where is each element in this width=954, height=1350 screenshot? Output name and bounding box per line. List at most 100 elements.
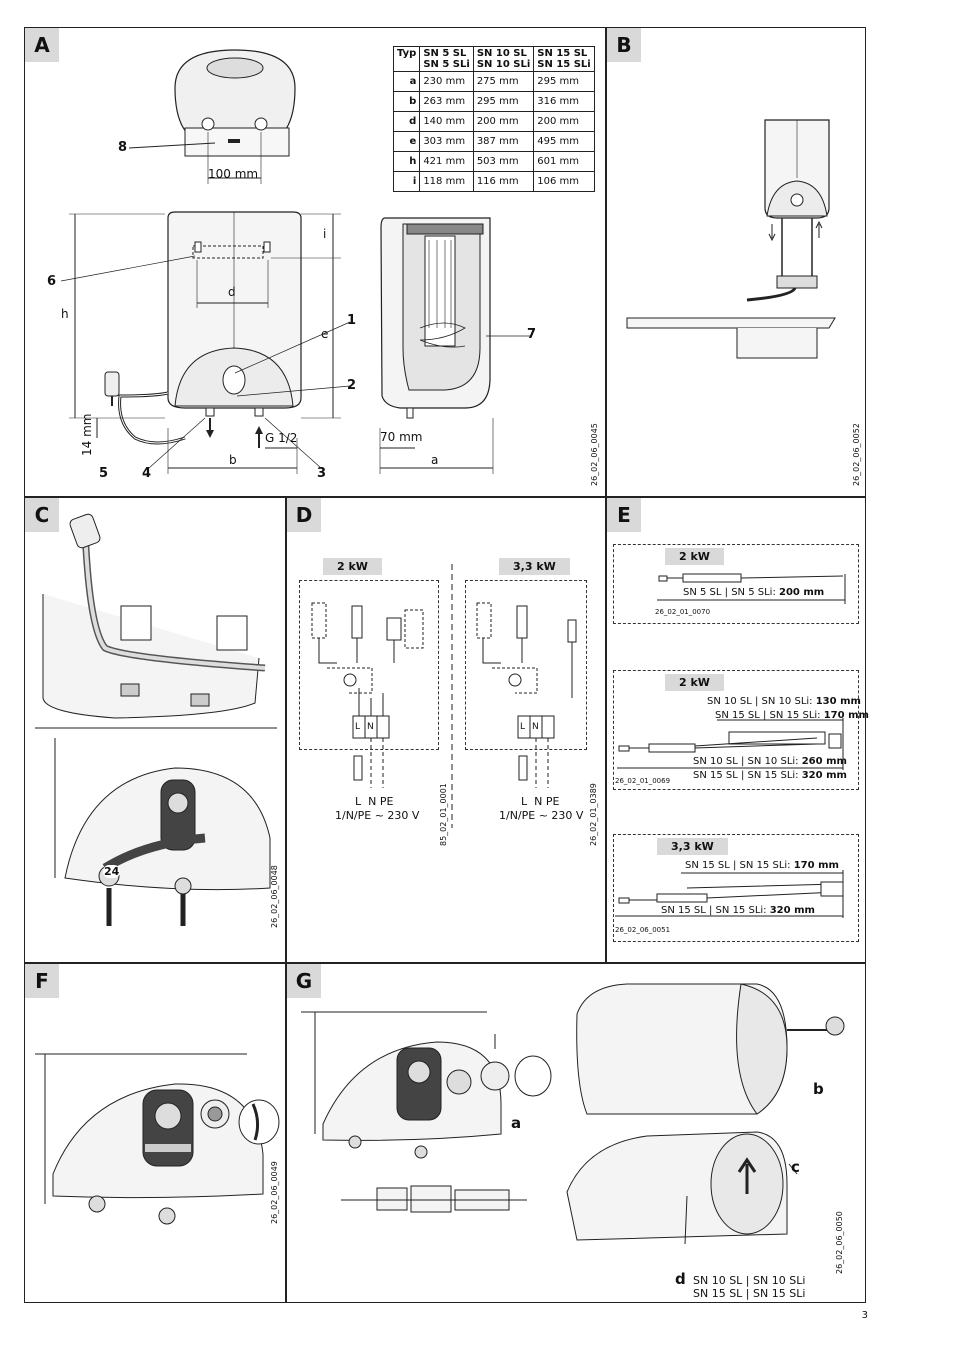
- panel-e: E 2 kW SN 5 SL | SN 5 SLi: 200 mm 26_02_…: [606, 497, 869, 963]
- terminal-n-left: N: [367, 722, 374, 732]
- element-box-2-dim-2: SN 15 SL | SN 15 SLi: 170 mm: [715, 709, 869, 722]
- panel-d: D 2 kW 3,3 kW L N L N L N PE: [286, 497, 606, 963]
- supply-pe-right: PE: [545, 795, 560, 808]
- supply-terminals-left: L N PE: [355, 795, 393, 808]
- box3-length-2: 320 mm: [769, 905, 815, 916]
- panel-label-g: G: [287, 964, 321, 998]
- panel-label-d: D: [287, 498, 321, 532]
- callout-c: c: [791, 1158, 800, 1176]
- cable-routing-drawing: [35, 513, 277, 926]
- box2-model-3: SN 10 SL | SN 10 SLi:: [693, 756, 802, 767]
- table-row-key: d: [392, 111, 421, 132]
- terminal-n-right: N: [532, 722, 539, 732]
- table-row-key: e: [392, 131, 421, 152]
- supply-voltage-left: 1/N/PE ~ 230 V: [335, 809, 420, 822]
- sink-installation-drawing: [626, 119, 836, 359]
- box3-length-1: 170 mm: [793, 860, 839, 871]
- panel-label-b: B: [607, 28, 641, 62]
- figure-code-f: 26_02_06_0049: [270, 1161, 279, 1224]
- panel-label-c: C: [25, 498, 59, 532]
- dim-letter-h: h: [61, 307, 69, 321]
- figure-code-g: 26_02_06_0050: [835, 1211, 844, 1274]
- panel-label-a: A: [25, 28, 59, 62]
- element-box-2-dim-3: SN 10 SL | SN 10 SLi: 260 mm: [693, 755, 847, 768]
- power-badge-3-3kw: 3,3 kW: [499, 558, 570, 575]
- callout-8: 8: [118, 140, 128, 155]
- figure-code-a: 26_02_06_0045: [590, 423, 599, 486]
- wiring-schematic: [311, 564, 577, 828]
- callout-d: d: [675, 1270, 686, 1288]
- supply-pe-left: PE: [379, 795, 394, 808]
- element-box-1-code: 26_02_01_0070: [655, 608, 711, 616]
- element-box-3-badge: 3,3 kW: [657, 838, 728, 855]
- box2-model-4: SN 15 SL | SN 15 SLi:: [693, 770, 802, 781]
- figure-code-b: 26_02_06_0052: [852, 423, 861, 486]
- dim-letter-d: d: [228, 285, 236, 299]
- dim-70mm: 70 mm: [380, 430, 423, 444]
- dimension-table: Typ SN 5 SL SN 5 SLi SN 10 SL SN 10 SLi …: [392, 46, 595, 192]
- thermostat-knob-drawing: [35, 1053, 280, 1225]
- supply-l-right: L: [521, 795, 528, 808]
- element-box-1-dimension: SN 5 SL | SN 5 SLi: 200 mm: [683, 586, 824, 599]
- element-box-2: [613, 670, 859, 790]
- box1-length: 200 mm: [779, 587, 825, 598]
- box2-length-4: 320 mm: [801, 770, 847, 781]
- dim-100mm: 100 mm: [208, 167, 259, 181]
- box2-model-1: SN 10 SL | SN 10 SLi:: [707, 696, 816, 707]
- table-row-key: i: [392, 171, 421, 192]
- panel-g: G a b c d SN 10 SL | SN 10 SLi SN 15 SL …: [286, 963, 866, 1303]
- callout-2: 2: [347, 378, 357, 393]
- element-box-2-dim-1: SN 10 SL | SN 10 SLi: 130 mm: [707, 695, 861, 708]
- callout-a: a: [511, 1114, 522, 1132]
- element-box-2-dim-4: SN 15 SL | SN 15 SLi: 320 mm: [693, 769, 847, 782]
- power-badge-2kw: 2 kW: [323, 558, 382, 575]
- dim-letter-a: a: [431, 453, 439, 467]
- panel-label-f: F: [25, 964, 59, 998]
- table-cell: 295 mm: [533, 71, 595, 92]
- box3-model-1: SN 15 SL | SN 15 SLi:: [685, 860, 794, 871]
- element-box-2-code: 26_02_01_0069: [615, 777, 671, 785]
- element-box-2-badge: 2 kW: [665, 674, 724, 691]
- page-number: 3: [861, 1310, 868, 1321]
- supply-n-right: N: [534, 795, 543, 808]
- callout-6: 6: [47, 274, 57, 289]
- element-box-3-dim-1: SN 15 SL | SN 15 SLi: 170 mm: [685, 859, 839, 872]
- supply-l-left: L: [355, 795, 362, 808]
- dim-letter-e: e: [321, 327, 329, 341]
- panel-b: B 26_02_06_0052: [606, 27, 866, 497]
- box3-model-2: SN 15 SL | SN 15 SLi:: [661, 905, 770, 916]
- supply-voltage-right: 1/N/PE ~ 230 V: [499, 809, 584, 822]
- callout-3: 3: [317, 466, 327, 481]
- element-box-1: [613, 544, 859, 624]
- table-header-sn15: SN 15 SL SN 15 SLi: [533, 46, 595, 72]
- element-box-3-code: 26_02_06_0051: [615, 926, 671, 934]
- panel-f: F 26_02_06_0049: [24, 963, 286, 1303]
- water-heater-drawing-a: [60, 49, 530, 474]
- dim-letter-i: i: [323, 227, 327, 241]
- heating-element-drawings: [615, 573, 846, 918]
- panel-a: A Typ SN 5 SL SN 5 SLi SN 10 SL SN 10 SL…: [24, 27, 606, 497]
- element-box-3: [613, 834, 859, 942]
- supply-n-left: N: [368, 795, 377, 808]
- table-cell: 106 mm: [533, 171, 595, 192]
- dim-14mm: 14 mm: [80, 413, 94, 456]
- supply-terminals-right: L N PE: [521, 795, 559, 808]
- dim-letter-b: b: [229, 453, 237, 467]
- cover-removal-drawing: [301, 983, 845, 1245]
- figure-code-d-right: 26_02_01_0389: [589, 783, 598, 846]
- wiring-diagram-left: [299, 580, 439, 750]
- callout-1: 1: [347, 313, 357, 328]
- table-header-type: Typ: [392, 46, 421, 72]
- terminal-l-right: L: [520, 722, 526, 732]
- element-box-3-dim-2: SN 15 SL | SN 15 SLi: 320 mm: [661, 904, 815, 917]
- model-note-2: SN 15 SL | SN 15 SLi: [693, 1287, 806, 1300]
- element-box-1-badge: 2 kW: [665, 548, 724, 565]
- wrench-size-label: 24: [103, 865, 121, 878]
- callout-b: b: [813, 1080, 824, 1098]
- wiring-diagram-right: [465, 580, 587, 750]
- callout-5: 5: [99, 466, 109, 481]
